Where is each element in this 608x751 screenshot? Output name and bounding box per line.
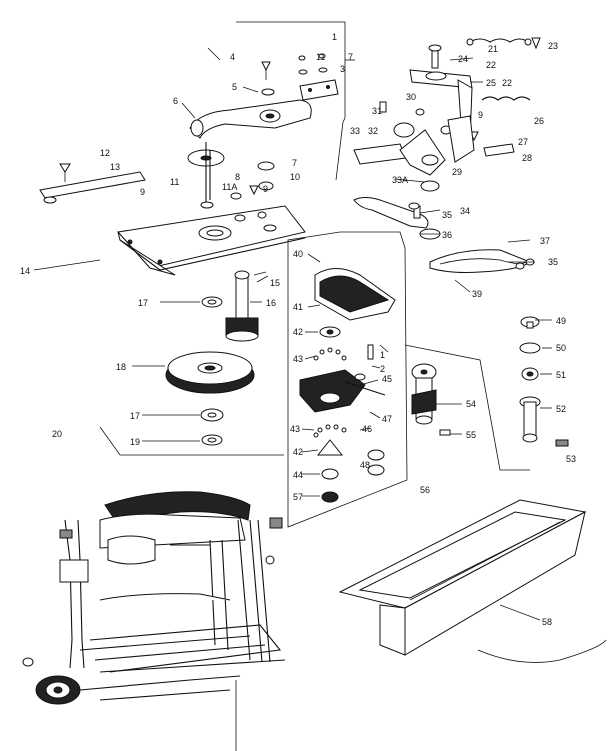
callout-50: 50 <box>556 343 566 353</box>
callout-46: 46 <box>362 424 372 434</box>
callout-30: 30 <box>406 92 416 102</box>
right-column-parts <box>519 316 569 447</box>
callout-45: 45 <box>382 374 392 384</box>
vertical-shaft-assembly <box>187 142 275 209</box>
gear-washers <box>200 296 224 446</box>
callout-51: 51 <box>556 370 566 380</box>
leader-lines <box>33 47 552 621</box>
callout-58: 58 <box>542 617 552 627</box>
callout-17b: 17 <box>130 411 140 421</box>
callout-16: 16 <box>266 298 276 308</box>
left-link-rod <box>39 163 146 204</box>
drip-tray <box>338 499 587 656</box>
feed-assembly <box>299 268 396 503</box>
callout-13: 13 <box>110 162 120 172</box>
callout-14: 14 <box>20 266 30 276</box>
callout-33A: 33A <box>392 175 408 185</box>
callout-53: 53 <box>566 454 576 464</box>
callout-23: 23 <box>548 41 558 51</box>
bed-plate <box>117 205 306 276</box>
callout-20: 20 <box>52 429 62 439</box>
callout-1a: 1 <box>332 32 337 42</box>
callout-22a: 22 <box>486 60 496 70</box>
callout-labels: 1 1 2 3 4 5 6 7 7 8 9 9 9 10 11 11 11A 1… <box>20 32 576 627</box>
callout-12: 12 <box>100 148 110 158</box>
callout-19: 19 <box>130 437 140 447</box>
callout-17a: 17 <box>138 298 148 308</box>
group-frame-lines <box>99 21 607 751</box>
callout-47: 47 <box>382 414 392 424</box>
callout-42b: 42 <box>293 447 303 457</box>
callout-35a: 35 <box>442 210 452 220</box>
callout-24: 24 <box>458 54 468 64</box>
callout-9c: 9 <box>478 110 483 120</box>
callout-43b: 43 <box>290 424 300 434</box>
callout-29: 29 <box>452 167 462 177</box>
callout-21: 21 <box>488 44 498 54</box>
callout-55: 55 <box>466 430 476 440</box>
callout-7b: 7 <box>292 158 297 168</box>
bracket-plate <box>261 53 339 101</box>
callout-1b: 1 <box>380 350 385 360</box>
callout-28: 28 <box>522 153 532 163</box>
callout-32: 32 <box>368 126 378 136</box>
callout-9b: 9 <box>263 184 268 194</box>
callout-15: 15 <box>270 278 280 288</box>
callout-18: 18 <box>116 362 126 372</box>
callout-3: 3 <box>340 64 345 74</box>
thread-guide <box>429 249 535 273</box>
callout-2: 2 <box>380 364 385 374</box>
bell-crank <box>353 115 475 192</box>
callout-42a: 42 <box>293 327 303 337</box>
hook-assembly <box>411 363 451 436</box>
presser-arm <box>353 197 441 240</box>
callout-5: 5 <box>232 82 237 92</box>
callout-9a: 9 <box>140 187 145 197</box>
callout-33: 33 <box>350 126 360 136</box>
callout-10: 10 <box>290 172 300 182</box>
callout-26: 26 <box>534 116 544 126</box>
callout-7a: 7 <box>348 52 353 62</box>
worm-gear-shaft <box>225 270 267 342</box>
callout-22b: 22 <box>502 78 512 88</box>
arm-lever <box>189 99 312 139</box>
callout-49: 49 <box>556 316 566 326</box>
callout-6: 6 <box>173 96 178 106</box>
callout-11A: 11A <box>222 182 237 192</box>
callout-54: 54 <box>466 399 476 409</box>
callout-37: 37 <box>540 236 550 246</box>
callout-41: 41 <box>293 302 303 312</box>
callout-34: 34 <box>460 206 470 216</box>
callout-11b: 11 <box>170 177 179 187</box>
callout-35b: 35 <box>548 257 558 267</box>
callout-43a: 43 <box>293 354 303 364</box>
callout-25: 25 <box>486 78 496 88</box>
callout-4: 4 <box>230 52 235 62</box>
callout-27: 27 <box>518 137 528 147</box>
callout-48: 48 <box>360 460 370 470</box>
callout-56: 56 <box>420 485 430 495</box>
machine-frame <box>22 491 286 705</box>
callout-52: 52 <box>556 404 566 414</box>
callout-11a: 11 <box>316 52 325 62</box>
callout-36: 36 <box>442 230 452 240</box>
callout-39: 39 <box>472 289 482 299</box>
callout-40: 40 <box>293 249 303 259</box>
callout-44: 44 <box>293 470 303 480</box>
callout-31: 31 <box>372 106 382 116</box>
callout-57: 57 <box>293 492 303 502</box>
large-gear <box>165 351 255 394</box>
callout-8: 8 <box>235 172 240 182</box>
